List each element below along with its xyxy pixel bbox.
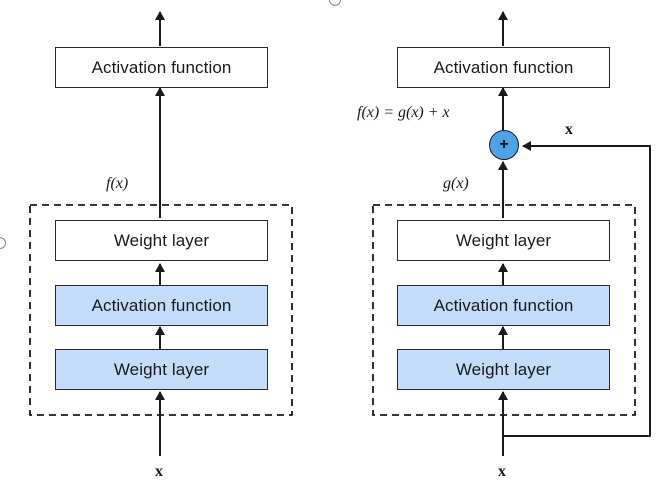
right-output-label: g(x) bbox=[443, 175, 469, 192]
right-input-label: x bbox=[498, 463, 506, 480]
right-activation-function-inner: Activation function bbox=[397, 285, 610, 326]
skip-x-label: x bbox=[565, 121, 573, 138]
right-weight-layer-top-label: Weight layer bbox=[455, 230, 552, 250]
left-activation-function-box: Activation function bbox=[55, 47, 268, 88]
addition-node: + bbox=[489, 130, 519, 160]
right-weight-layer-top: Weight layer bbox=[397, 220, 610, 261]
right-weight-layer-bottom-label: Weight layer bbox=[455, 359, 552, 379]
left-weight-layer-top: Weight layer bbox=[55, 220, 268, 261]
right-activation-function-inner-label: Activation function bbox=[433, 295, 574, 315]
left-activation-function-inner: Activation function bbox=[55, 285, 268, 326]
left-output-label: f(x) bbox=[106, 175, 129, 192]
right-activation-function-box: Activation function bbox=[397, 47, 610, 88]
left-activation-function-label: Activation function bbox=[91, 57, 232, 77]
right-activation-function-label: Activation function bbox=[433, 57, 574, 77]
plus-icon: + bbox=[499, 136, 509, 153]
residual-equation-label: f(x) = g(x) + x bbox=[357, 104, 450, 121]
left-weight-layer-bottom: Weight layer bbox=[55, 349, 268, 390]
left-weight-layer-top-label: Weight layer bbox=[113, 230, 210, 250]
left-input-label: x bbox=[155, 463, 163, 480]
right-weight-layer-bottom: Weight layer bbox=[397, 349, 610, 390]
left-activation-function-inner-label: Activation function bbox=[91, 295, 232, 315]
skip-connection-arrow bbox=[503, 141, 651, 437]
left-weight-layer-bottom-label: Weight layer bbox=[113, 359, 210, 379]
